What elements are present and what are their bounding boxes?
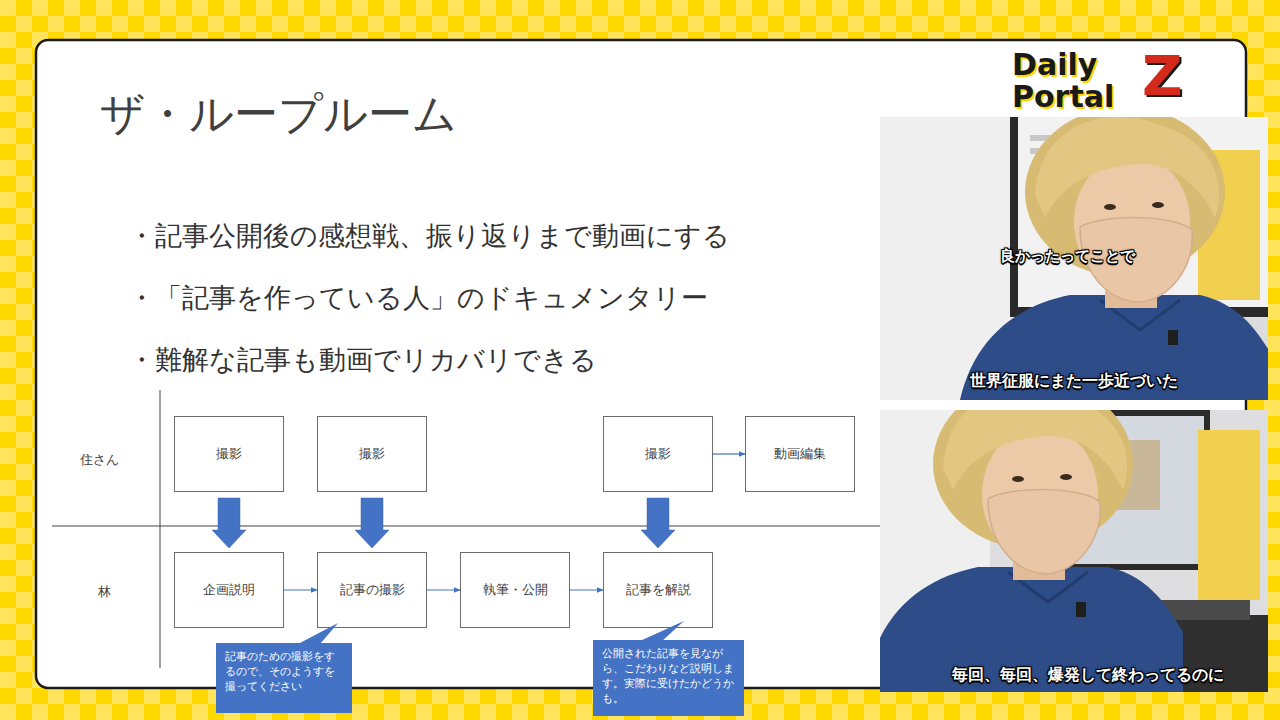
- video-photo: [880, 410, 1268, 692]
- video-photo: [880, 410, 1183, 692]
- lane-label: 林: [98, 581, 111, 601]
- process-box: 撮影: [603, 416, 713, 492]
- video-subtitle: 良かったってことで: [1000, 247, 1135, 265]
- swimlane-line: [52, 390, 880, 668]
- bullet-text: ・記事公開後の感想戦、振り返りまで動画にする: [128, 219, 730, 253]
- lane-label: 住さん: [80, 449, 119, 469]
- lane-label: 林: [98, 584, 111, 599]
- video-photo: [1198, 430, 1260, 600]
- logo-text: Daily: [1012, 50, 1097, 80]
- bullet-text: ・難解な記事も動画でリカバリできる: [128, 344, 597, 375]
- box-text: 撮影: [645, 446, 671, 462]
- swimlane-line: [160, 390, 161, 668]
- video-photo: [960, 117, 1268, 400]
- bullet-text: ・「記事を作っている人」のドキュメンタリー: [128, 282, 708, 313]
- lane-label: 住さん: [80, 452, 119, 467]
- flow-arrow: [427, 589, 460, 590]
- video-subtitle: 毎回、毎回、爆発して終わってるのに: [952, 665, 1224, 685]
- callout-box: 公開された記事を見ながら、こだわりなど説明します。実際に受けたかどうかも。: [593, 640, 744, 716]
- block-arrow: [641, 498, 675, 548]
- flow-arrow: [284, 589, 317, 590]
- callout-shape: [593, 640, 744, 716]
- bullet-text: ・「記事を作っている人」のドキュメンタリー: [128, 281, 708, 315]
- callout-shape: [216, 643, 352, 713]
- process-box: 記事を解説: [603, 552, 713, 628]
- block-arrow: [212, 498, 246, 548]
- logo-mark: Z: [1142, 48, 1183, 104]
- block-arrow: [355, 498, 389, 548]
- process-box: 撮影: [174, 416, 284, 492]
- flow-arrow: [713, 453, 745, 454]
- slide-title: ザ・ループルーム: [100, 86, 457, 141]
- logo-text: Daily: [1012, 47, 1097, 82]
- box-text: 執筆・公開: [483, 582, 548, 598]
- box-text: 企画説明: [203, 582, 255, 598]
- bullet-text: ・記事公開後の感想戦、振り返りまで動画にする: [128, 220, 730, 251]
- box-text: 動画編集: [774, 446, 826, 462]
- box-text: 記事を解説: [626, 582, 691, 598]
- logo-text: Portal: [1012, 82, 1114, 112]
- video-subtitle: 毎回、毎回、爆発して終わってるのに: [952, 665, 1224, 684]
- callout-tail: [640, 621, 684, 641]
- process-box: 企画説明: [174, 552, 284, 628]
- callout-tail: [298, 623, 338, 644]
- video-photo: [880, 117, 1268, 400]
- flow-arrow: [570, 589, 603, 590]
- swimlane-line: [52, 526, 880, 527]
- process-box: 動画編集: [745, 416, 855, 492]
- logo-text: Portal: [1012, 79, 1114, 114]
- bullet-text: ・難解な記事も動画でリカバリできる: [128, 343, 597, 377]
- callout-text: 公開された記事を見ながら、こだわりなど説明します。実際に受けたかどうかも。: [602, 647, 735, 706]
- box-text: 撮影: [216, 446, 242, 462]
- callout-text: 記事のための撮影をするので、そのようすを撮ってください: [225, 650, 343, 695]
- process-box: 撮影: [317, 416, 427, 492]
- box-text: 撮影: [359, 446, 385, 462]
- box-text: 記事の撮影: [340, 582, 405, 598]
- process-box: 記事の撮影: [317, 552, 427, 628]
- slide-title: ザ・ループルーム: [100, 88, 457, 139]
- video-subtitle: 世界征服にまた一歩近づいた: [970, 371, 1178, 390]
- video-subtitle: 良かったってことで: [1000, 246, 1135, 266]
- logo-mark: Z: [1142, 43, 1183, 108]
- process-box: 執筆・公開: [460, 552, 570, 628]
- callout-box: 記事のための撮影をするので、そのようすを撮ってください: [216, 643, 352, 713]
- video-subtitle: 世界征服にまた一歩近づいた: [970, 371, 1178, 391]
